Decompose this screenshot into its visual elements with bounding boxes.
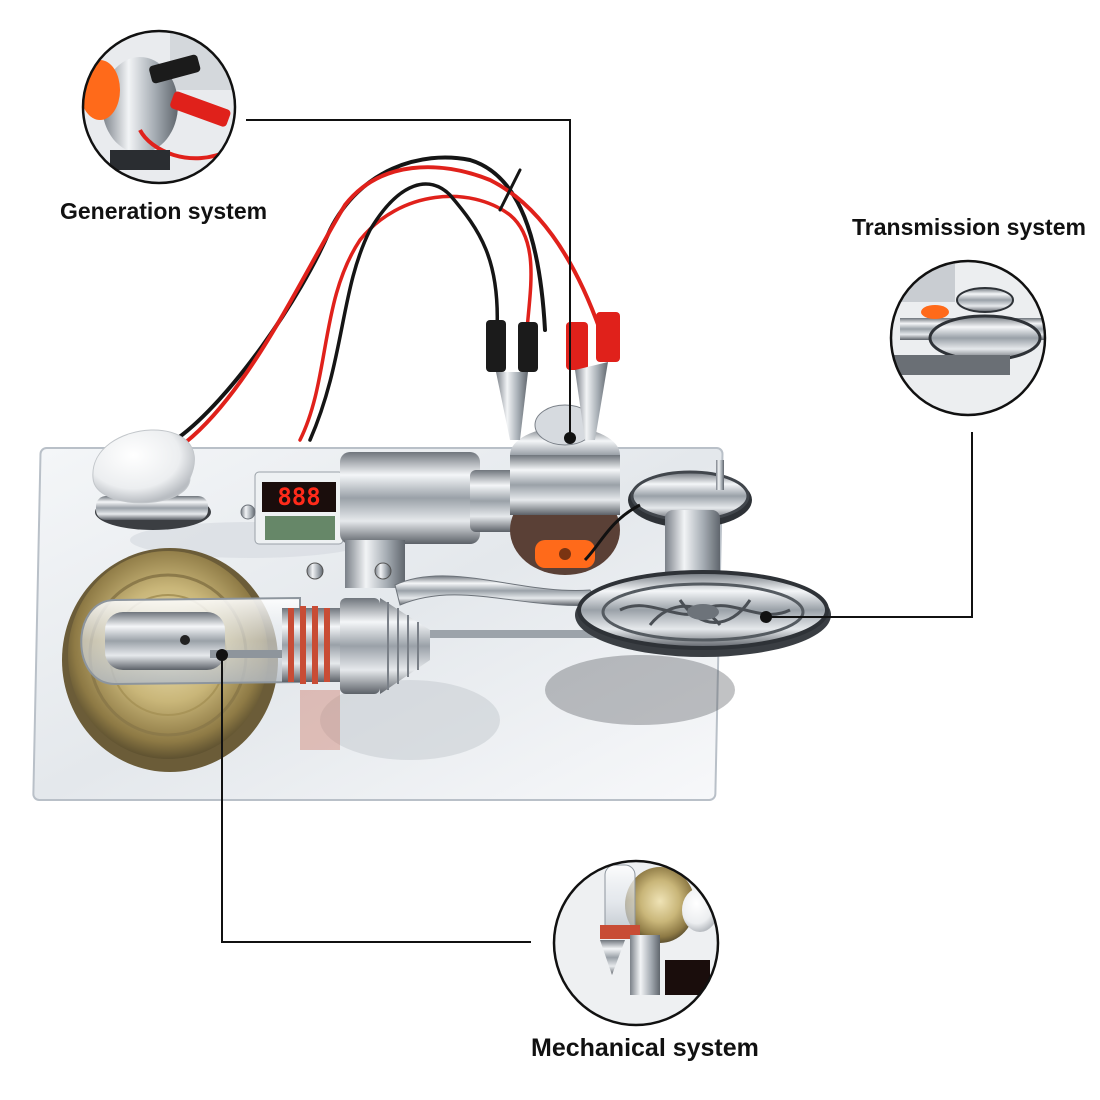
voltage-readout: 888	[277, 483, 320, 511]
glass-cylinder	[80, 596, 301, 686]
mechanical-system-label: Mechanical system	[531, 1034, 759, 1062]
lead-wires	[176, 155, 602, 444]
main-flywheel	[575, 570, 831, 657]
leader-lines	[221, 119, 973, 943]
generator-motor	[510, 404, 620, 575]
voltage-display	[240, 471, 344, 545]
generation-system-label: Generation system	[60, 198, 268, 224]
cooling-fins	[282, 598, 430, 694]
callout-mechanical-detail	[552, 859, 720, 1027]
callout-transmission-detail	[889, 259, 1047, 417]
transmission-system-label: Transmission system	[852, 214, 1086, 240]
led-bulb	[92, 429, 211, 530]
connecting-rod	[306, 562, 601, 638]
callout-generation-detail	[81, 29, 237, 185]
leader-dots	[216, 432, 772, 661]
alligator-clips	[486, 312, 620, 440]
